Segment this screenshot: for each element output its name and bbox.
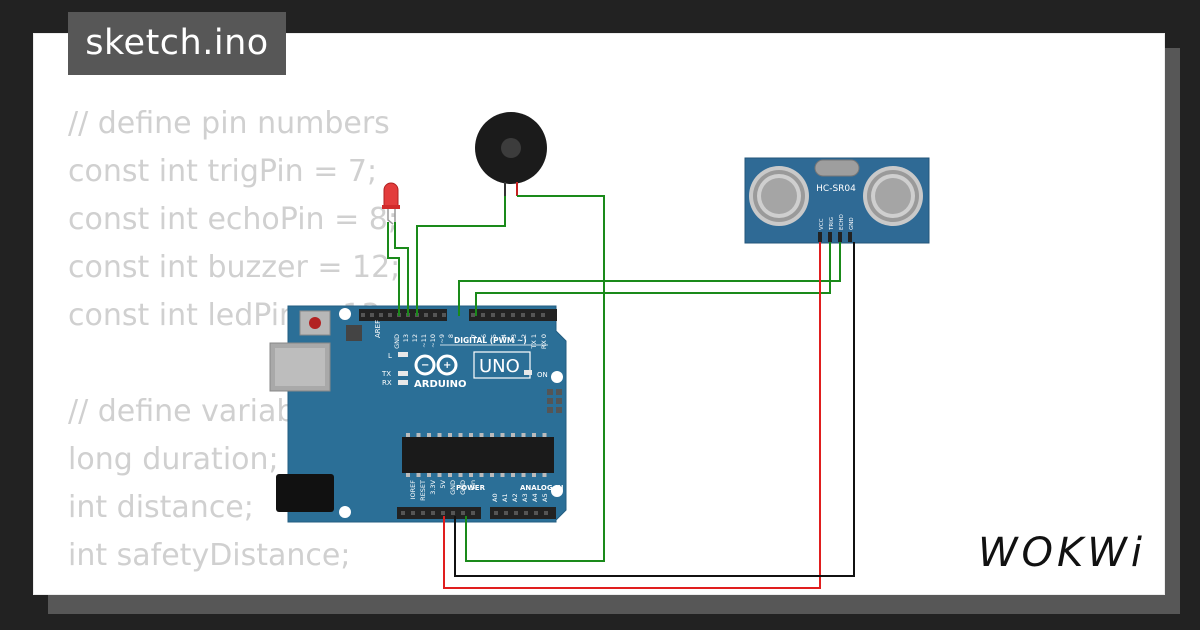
digital-pin-label: 8: [447, 334, 455, 338]
analog-pin-label: A0: [491, 493, 499, 502]
atmega-chip: [402, 437, 554, 473]
sensor-crystal: [814, 159, 860, 177]
tx-led: [398, 371, 408, 376]
code-line: int distance;: [68, 490, 254, 525]
svg-text:−: −: [421, 360, 429, 371]
wire-trig-pin7[interactable]: [475, 242, 831, 316]
wire-vcc-5v[interactable]: [443, 242, 821, 589]
code-line: // define pin numbers: [68, 106, 390, 141]
analog-pin-label: A1: [501, 493, 509, 502]
digital-pin-label: 7: [470, 334, 478, 338]
digital-pin-label: ~5: [490, 334, 498, 344]
svg-text:L: L: [388, 352, 392, 360]
file-tab[interactable]: sketch.ino: [68, 12, 286, 75]
code-line: const int buzzer = 12;: [68, 250, 401, 285]
icsp-header-top: [346, 325, 362, 341]
led-leg-cathode: [387, 209, 394, 225]
analog-pin-label: A3: [521, 493, 529, 502]
power-label: POWER: [456, 484, 486, 492]
aref-label: AREF: [374, 320, 382, 338]
digital-pin-label: GND: [393, 334, 401, 349]
sensor-pin-label: TRIG: [829, 217, 835, 231]
code-line: const int trigPin = 7;: [68, 154, 378, 189]
digital-pin-label: 13: [402, 334, 410, 342]
digital-pin-label: ~3: [510, 334, 518, 344]
power-pin-label: IOREF: [409, 480, 417, 500]
wire-buzzer-gnd[interactable]: [465, 195, 605, 562]
sensor-pin-label: VCC: [819, 218, 825, 230]
power-pin-label: RESET: [419, 480, 427, 501]
arduino-infinity-logo: [414, 354, 458, 376]
digital-pin-label: TX 1: [530, 334, 538, 350]
digital-pin-label: ~6: [480, 334, 488, 344]
svg-text:ON: ON: [537, 371, 548, 379]
wire-buzzer-pin12[interactable]: [416, 196, 506, 316]
analog-label: ANALOG IN: [520, 484, 564, 492]
wire-led-gnd[interactable]: [387, 222, 400, 316]
uno-label: UNO: [479, 356, 520, 377]
sensor-pin-label: GND: [849, 217, 855, 230]
power-pin-label: 3.3V: [429, 479, 437, 494]
l-led: [398, 352, 408, 357]
project-card: [33, 33, 1165, 595]
analog-pin-label: A5: [541, 493, 549, 502]
digital-pin-label: ~10: [429, 334, 437, 348]
header-analog: [490, 507, 556, 519]
wokwi-logo: WOKWi: [978, 530, 1146, 576]
wires: [387, 195, 855, 589]
digital-pin-label: ~11: [420, 334, 428, 348]
buzzer[interactable]: [475, 112, 547, 196]
digital-pin-label: 4: [500, 334, 508, 338]
arduino-brand: ARDUINO: [414, 379, 466, 390]
on-led: [524, 370, 532, 375]
power-pin-label: 5V: [439, 479, 447, 488]
analog-pin-label: A2: [511, 493, 519, 502]
led-rim: [382, 205, 400, 209]
header-power: [397, 507, 481, 519]
buzzer-hole: [501, 138, 521, 158]
digital-label: DIGITAL (PWM ~): [454, 336, 527, 345]
wire-led-pin13[interactable]: [394, 222, 409, 316]
red-led[interactable]: [382, 182, 400, 225]
sensor-pin-label: ECHO: [839, 214, 845, 230]
svg-text:TX: TX: [381, 370, 391, 378]
digital-pin-label: 12: [411, 334, 419, 342]
hc-sr04-sensor[interactable]: HC-SR04 VCC TRIG ECHO GND: [744, 157, 930, 244]
power-pin-label: GND: [449, 480, 457, 495]
power-pin-label: Vin: [469, 480, 477, 490]
wire-echo-pin8[interactable]: [458, 242, 841, 316]
svg-text:+: +: [443, 360, 451, 371]
rx-led: [398, 380, 408, 385]
code-line: const int echoPin = 8;: [68, 202, 398, 237]
power-jack: [276, 474, 334, 512]
analog-pin-label: A4: [531, 493, 539, 502]
wire-sensor-gnd[interactable]: [454, 242, 855, 577]
led-body: [383, 182, 399, 208]
code-line: long duration;: [68, 442, 279, 477]
digital-pin-label: 2: [520, 334, 528, 338]
digital-pin-label: RX 0: [540, 334, 548, 349]
power-pin-label: GND: [459, 480, 467, 495]
header-digital-high: [359, 309, 447, 321]
digital-pin-label: ~9: [438, 334, 446, 344]
sensor-pin-labels: VCC TRIG ECHO GND: [819, 214, 855, 231]
code-line: int safetyDistance;: [68, 538, 351, 573]
svg-text:RX: RX: [382, 379, 392, 387]
sensor-label: HC-SR04: [816, 184, 856, 194]
